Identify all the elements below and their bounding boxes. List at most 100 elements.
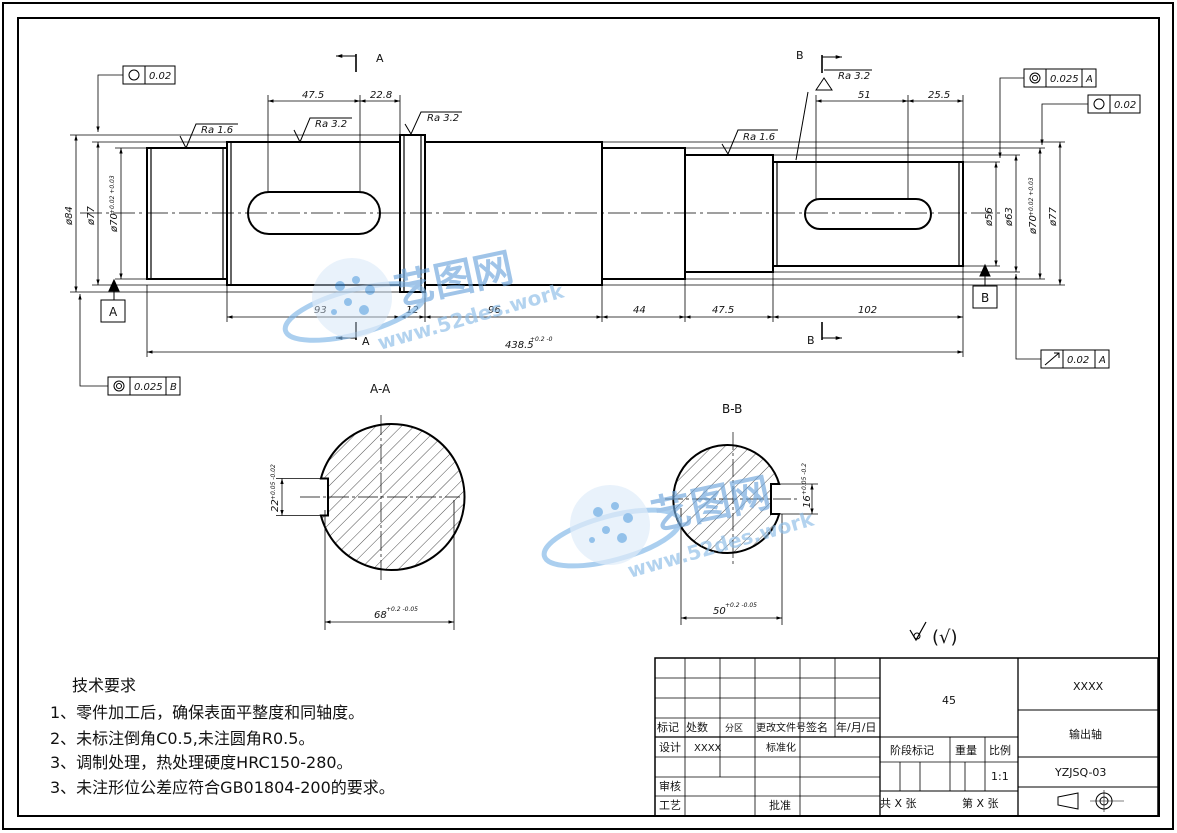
dia-77-right: ø77 xyxy=(1048,207,1059,227)
aa-key-dim-tol: +0.05 -0.02 xyxy=(270,464,277,500)
section-b-top-label: B xyxy=(796,49,804,62)
tb-scale-label: 比例 xyxy=(989,743,1011,757)
section-bb-title: B-B xyxy=(722,402,742,416)
tolerance-frame-5: 0.02 A xyxy=(1040,349,1110,369)
tol-frame-2-datum: B xyxy=(170,382,177,393)
runout-icon xyxy=(1044,352,1060,366)
tech-req-title: 技术要求 xyxy=(72,676,136,695)
tolerance-frame-3: 0.025 A xyxy=(1023,68,1097,88)
dim-44: 44 xyxy=(633,305,646,316)
section-aa-title: A-A xyxy=(370,382,391,396)
tb-weight-label: 重量 xyxy=(955,743,977,757)
technical-requirements: 技术要求 1、零件加工后，确保表面平整度和同轴度。 2、未标注倒角C0.5,未注… xyxy=(50,676,395,797)
dia-70-right: ø70 xyxy=(1028,215,1039,235)
tol-frame-5-value: 0.02 xyxy=(1067,355,1089,366)
aa-key-dim: 22 xyxy=(270,499,281,512)
tol-frame-3-datum: A xyxy=(1085,74,1093,85)
section-a-bottom-label: A xyxy=(362,335,370,348)
shaft-segment-2 xyxy=(226,141,401,286)
tb-header-sign: 签名 xyxy=(806,720,828,734)
aa-dia-dim-tol: +0.2 -0.05 xyxy=(386,606,418,613)
tb-part-name: 输出轴 xyxy=(1069,727,1102,741)
dia-70-left-tol: +0.02 +0.03 xyxy=(109,175,116,214)
tb-company: XXXX xyxy=(1073,680,1104,693)
keyway-right xyxy=(804,198,932,230)
tb-standard-label: 标准化 xyxy=(766,741,796,754)
title-block-texts: 标记 处数 分区 更改文件号 签名 年/月/日 设计 XXXX 标准化 审核 工… xyxy=(657,680,1106,812)
tb-header-mark: 标记 xyxy=(657,720,679,734)
section-a-top-label: A xyxy=(376,52,384,65)
datum-a-label: A xyxy=(109,305,118,319)
tol-frame-4-value: 0.02 xyxy=(1114,100,1136,111)
aa-dia-dim: 68 xyxy=(374,610,387,621)
concentricity-icon xyxy=(1029,72,1041,84)
projection-symbol-icon xyxy=(1057,790,1124,812)
dim-93: 93 xyxy=(314,305,327,316)
bb-key-dim-tol: +0.05 -0.2 xyxy=(801,463,808,495)
tb-design-label: 设计 xyxy=(659,741,681,754)
tol-frame-2-value: 0.025 xyxy=(134,382,163,393)
bb-dia-dim: 50 xyxy=(713,606,726,617)
tolerance-frame-1: 0.02 xyxy=(122,65,176,85)
tb-material: 45 xyxy=(942,694,956,707)
inner-frame xyxy=(17,17,1160,817)
roughness-symbols xyxy=(179,69,872,161)
roughness-ra-3-2-right: Ra 3.2 xyxy=(838,71,870,82)
dia-77-left: ø77 xyxy=(86,206,97,226)
watermark-top: 艺图网 www.52des.work xyxy=(282,245,567,355)
keyway-left xyxy=(247,191,381,235)
dim-total-length-tol: +0.2 -0 xyxy=(530,336,553,343)
section-b-b: B-B 16 +0.05 -0.2 50 +0.2 -0.05 xyxy=(665,402,818,625)
tb-designer: XXXX xyxy=(694,743,722,754)
dim-51: 51 xyxy=(858,90,871,101)
dim-47-5-bottom: 47.5 xyxy=(712,305,734,316)
tech-req-item-2: 2、未标注倒角C0.5,未注圆角R0.5。 xyxy=(50,729,314,748)
tb-header-date: 年/月/日 xyxy=(836,720,876,734)
section-a-a: A-A 22 +0.05 -0.02 68 +0.2 -0.05 xyxy=(270,382,466,630)
tb-sheet-total: 共 X 张 xyxy=(880,797,917,810)
roughness-ra-3-2-left: Ra 3.2 xyxy=(315,119,347,130)
watermark-bottom: 艺图网 www.52des.work xyxy=(541,470,817,583)
circularity-icon xyxy=(128,69,140,81)
shaft-segment-1 xyxy=(146,147,228,280)
shaft-main-view xyxy=(80,134,1000,293)
tech-req-item-4: 3、未注形位公差应符合GB01804-200的要求。 xyxy=(50,778,395,797)
dia-70-right-tol: +0.02 +0.03 xyxy=(1028,177,1035,216)
shaft-segment-6 xyxy=(772,161,964,267)
dia-56: ø56 xyxy=(984,207,995,227)
tb-header-zone: 分区 xyxy=(725,723,743,734)
tol-frame-3-value: 0.025 xyxy=(1050,74,1079,85)
dim-47-5-top: 47.5 xyxy=(302,90,324,101)
tb-review-label: 审核 xyxy=(659,779,681,793)
tb-header-count: 处数 xyxy=(686,721,708,734)
title-block xyxy=(654,657,1159,817)
bb-key-dim: 16 xyxy=(802,495,813,508)
tech-req-item-1: 1、零件加工后，确保表面平整度和同轴度。 xyxy=(50,703,364,722)
tolerance-leaders xyxy=(78,74,1088,387)
dia-70-left: ø70 xyxy=(109,213,120,233)
general-surface-finish: (√) xyxy=(909,621,958,648)
dim-96: 96 xyxy=(488,305,501,316)
dim-total-length: 438.5 xyxy=(505,340,534,351)
tb-process-label: 工艺 xyxy=(659,799,681,812)
bb-dia-dim-tol: +0.2 -0.05 xyxy=(725,602,757,609)
shaft-segment-5 xyxy=(684,154,774,273)
section-b-bottom-label: B xyxy=(807,334,815,347)
concentricity-icon xyxy=(113,380,125,392)
roughness-texts: Ra 1.6 Ra 3.2 Ra 3.2 Ra 1.6 Ra 3.2 xyxy=(201,71,870,143)
watermark-globe-icon xyxy=(282,258,428,343)
datum-b-label: B xyxy=(981,291,989,305)
dim-102: 102 xyxy=(858,305,877,316)
section-marker-labels: A A B B xyxy=(362,49,815,348)
surface-finish-note: (√) xyxy=(932,627,958,648)
tb-stage-mark-label: 阶段标记 xyxy=(890,743,934,757)
watermark-globe-icon xyxy=(541,485,683,569)
dim-22-8: 22.8 xyxy=(370,90,392,101)
dimension-lines xyxy=(74,99,1062,354)
tb-scale-value: 1:1 xyxy=(991,770,1009,783)
section-markers xyxy=(336,54,842,340)
roughness-ra-3-2-collar: Ra 3.2 xyxy=(427,113,459,124)
circularity-icon xyxy=(1093,98,1105,110)
